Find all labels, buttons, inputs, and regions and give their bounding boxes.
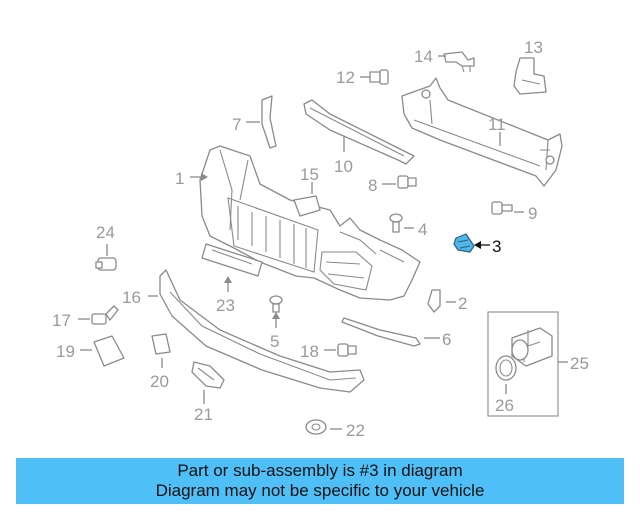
part-24-sensor[interactable] xyxy=(95,257,117,271)
svg-text:26: 26 xyxy=(495,396,514,415)
callout-15: 15 xyxy=(300,165,319,194)
callout-4: 4 xyxy=(404,220,427,239)
callout-8: 8 xyxy=(368,176,396,195)
callout-17: 17 xyxy=(52,311,90,330)
info-banner: Part or sub-assembly is #3 in diagram Di… xyxy=(16,458,624,504)
svg-text:8: 8 xyxy=(368,176,377,195)
svg-text:4: 4 xyxy=(418,220,427,239)
part-9-bolt[interactable] xyxy=(491,201,513,215)
svg-text:19: 19 xyxy=(56,342,75,361)
callout-16: 16 xyxy=(122,288,158,307)
part-5-screw[interactable] xyxy=(269,295,283,313)
part-18-bolt[interactable] xyxy=(337,343,357,357)
callout-13: 13 xyxy=(524,38,543,57)
part-13-bracket[interactable] xyxy=(513,57,547,95)
svg-text:13: 13 xyxy=(524,38,543,57)
svg-text:25: 25 xyxy=(570,354,589,373)
callout-24: 24 xyxy=(96,223,115,256)
svg-text:17: 17 xyxy=(52,311,71,330)
svg-text:6: 6 xyxy=(442,330,451,349)
callout-1: 1 xyxy=(175,169,208,188)
part-25-sensor-assembly[interactable] xyxy=(487,311,559,417)
callout-12: 12 xyxy=(336,68,370,87)
part-12-bolt[interactable] xyxy=(369,69,389,85)
svg-text:7: 7 xyxy=(232,115,241,134)
callout-20: 20 xyxy=(150,358,169,391)
callout-18: 18 xyxy=(300,342,336,361)
callout-14: 14 xyxy=(414,47,446,66)
svg-text:15: 15 xyxy=(300,165,319,184)
banner-line-1: Part or sub-assembly is #3 in diagram xyxy=(177,461,463,480)
callout-9: 9 xyxy=(514,204,537,223)
part-10-upper-bar[interactable] xyxy=(303,99,415,165)
part-23-plate-bracket[interactable] xyxy=(201,243,263,277)
svg-text:20: 20 xyxy=(150,372,169,391)
svg-text:3: 3 xyxy=(492,237,501,256)
banner-line-2: Diagram may not be specific to your vehi… xyxy=(155,481,485,500)
part-22-washer[interactable] xyxy=(305,419,327,435)
svg-text:14: 14 xyxy=(414,47,433,66)
callout-21: 21 xyxy=(194,390,213,424)
callout-26: 26 xyxy=(495,384,514,415)
parts-diagram: 13 14 12 11 10 7 xyxy=(52,38,589,440)
svg-text:16: 16 xyxy=(122,288,141,307)
part-2-clip[interactable] xyxy=(427,289,441,313)
callout-6: 6 xyxy=(424,330,451,349)
callout-19: 19 xyxy=(56,342,92,361)
part-14-clip[interactable] xyxy=(443,51,475,73)
callout-3: 3 xyxy=(474,237,501,256)
callout-2: 2 xyxy=(446,294,467,313)
part-21-grille-insert[interactable] xyxy=(191,361,225,389)
part-15-cap[interactable] xyxy=(293,195,321,217)
callout-25: 25 xyxy=(558,354,589,373)
svg-text:18: 18 xyxy=(300,342,319,361)
part-7-side-bracket[interactable] xyxy=(261,95,277,149)
part-17-sensor[interactable] xyxy=(91,305,119,325)
callout-7: 7 xyxy=(232,115,260,134)
svg-text:21: 21 xyxy=(194,405,213,424)
svg-text:1: 1 xyxy=(175,169,184,188)
part-3-bracket-highlighted[interactable] xyxy=(453,233,475,253)
svg-text:11: 11 xyxy=(488,115,506,134)
part-11-reinforcement-beam[interactable] xyxy=(401,77,563,187)
part-4-screw[interactable] xyxy=(389,213,403,233)
svg-text:12: 12 xyxy=(336,68,355,87)
callout-22: 22 xyxy=(330,421,365,440)
part-6-trim-strip[interactable] xyxy=(341,317,421,347)
part-26-ring[interactable] xyxy=(495,355,517,381)
svg-text:2: 2 xyxy=(458,294,467,313)
part-16-lower-spoiler[interactable] xyxy=(159,269,365,393)
callout-23: 23 xyxy=(216,276,235,315)
svg-text:9: 9 xyxy=(528,204,537,223)
svg-text:22: 22 xyxy=(346,421,365,440)
svg-text:10: 10 xyxy=(334,157,353,176)
part-20-cap[interactable] xyxy=(151,333,171,355)
callout-11: 11 xyxy=(488,115,506,146)
part-1-bumper-cover[interactable] xyxy=(199,145,421,301)
callout-10: 10 xyxy=(334,136,353,176)
callout-5: 5 xyxy=(270,312,280,351)
svg-text:23: 23 xyxy=(216,296,235,315)
part-8-bolt[interactable] xyxy=(397,175,417,189)
svg-text:24: 24 xyxy=(96,223,115,242)
svg-text:5: 5 xyxy=(270,332,279,351)
part-19-cover[interactable] xyxy=(93,335,125,367)
